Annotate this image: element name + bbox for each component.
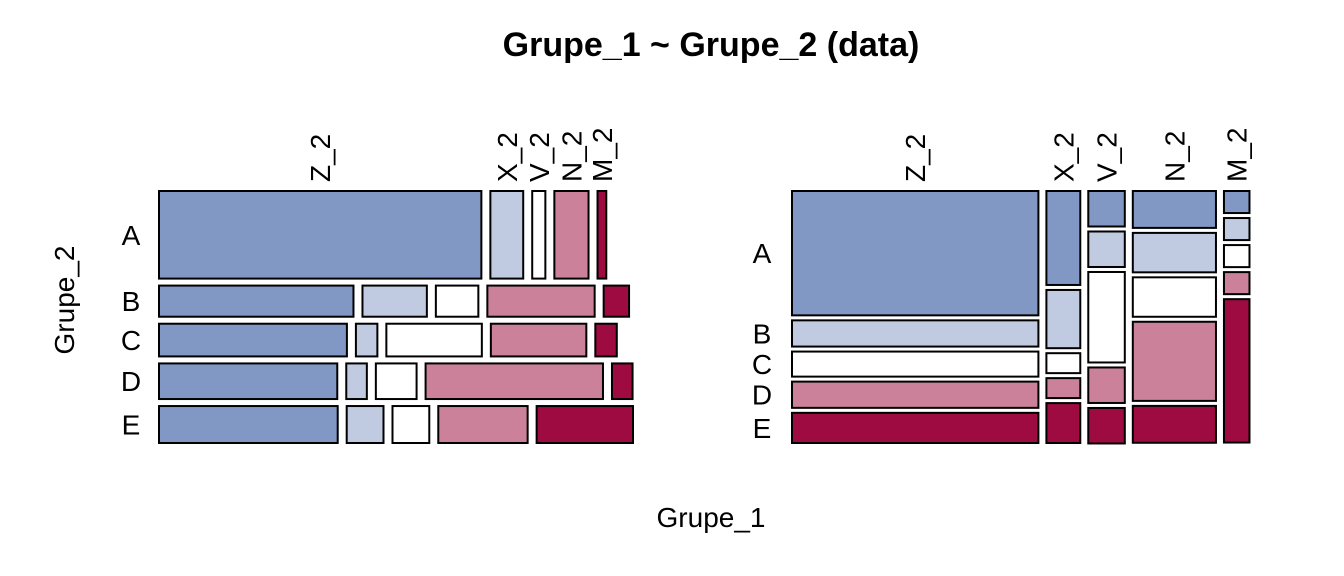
tile-right-V_2-D <box>1087 366 1126 404</box>
tile-left-E-Z_2 <box>158 405 339 445</box>
x-axis-label: Grupe_1 <box>657 502 766 533</box>
right-row-label-C: C <box>752 349 772 380</box>
tile-right-M_2-D <box>1222 271 1251 296</box>
left-row-label-C: C <box>121 325 141 356</box>
right-row-label-A: A <box>753 238 772 269</box>
right-col-label-Z_2: Z_2 <box>900 134 931 182</box>
tile-right-X_2-D <box>1045 377 1082 400</box>
tile-right-V_2-C <box>1087 270 1126 364</box>
right-col-label-V_2: V_2 <box>1092 132 1123 182</box>
tile-right-N_2-E <box>1131 404 1217 444</box>
y-axis-label: Grupe_2 <box>49 246 80 355</box>
tile-right-N_2-A <box>1131 190 1217 229</box>
left-row-label-D: D <box>121 366 141 397</box>
tile-left-D-Z_2 <box>158 362 339 401</box>
tile-right-N_2-C <box>1131 276 1217 318</box>
left-row-label-B: B <box>122 286 141 317</box>
tile-left-C-X_2 <box>354 322 379 358</box>
tile-right-N_2-B <box>1131 231 1217 274</box>
tile-left-E-X_2 <box>345 405 385 445</box>
right-row-label-B: B <box>753 318 772 349</box>
tile-left-C-M_2 <box>594 322 618 358</box>
tile-left-B-Z_2 <box>158 284 355 318</box>
tile-right-M_2-B <box>1222 217 1251 242</box>
tile-left-D-N_2 <box>424 362 604 401</box>
tile-right-M_2-A <box>1222 190 1251 215</box>
right-col-label-X_2: X_2 <box>1048 132 1079 182</box>
tile-left-D-V_2 <box>374 362 418 401</box>
left-col-label-Z_2: Z_2 <box>305 134 336 182</box>
tile-right-V_2-E <box>1087 406 1126 445</box>
tile-left-E-V_2 <box>391 405 431 445</box>
tile-left-C-V_2 <box>385 322 483 358</box>
right-col-label-M_2: M_2 <box>1222 128 1253 182</box>
left-col-label-N_2: N_2 <box>556 131 587 182</box>
left-row-label-A: A <box>122 220 141 251</box>
tile-left-A-N_2 <box>553 190 590 280</box>
tile-right-X_2-C <box>1045 352 1082 375</box>
tile-left-B-X_2 <box>361 284 428 318</box>
tile-right-M_2-C <box>1222 244 1251 269</box>
tile-right-Z_2-C <box>791 350 1040 378</box>
right-row-label-E: E <box>753 413 772 444</box>
left-row-label-E: E <box>122 410 141 441</box>
tile-right-N_2-D <box>1131 320 1217 402</box>
tile-left-C-N_2 <box>489 322 588 358</box>
tile-left-E-N_2 <box>437 405 529 445</box>
tile-left-D-M_2 <box>610 362 634 401</box>
tile-left-E-M_2 <box>535 405 635 445</box>
tile-right-Z_2-A <box>791 190 1040 317</box>
left-col-label-V_2: V_2 <box>524 132 555 182</box>
tile-left-A-V_2 <box>531 190 547 280</box>
tile-right-X_2-A <box>1045 190 1082 286</box>
tile-left-B-M_2 <box>602 284 631 318</box>
tile-right-Z_2-D <box>791 380 1040 409</box>
tile-right-Z_2-E <box>791 411 1040 444</box>
tile-right-X_2-E <box>1045 402 1082 445</box>
chart-title: Grupe_1 ~ Grupe_2 (data) <box>503 26 920 64</box>
tile-right-V_2-A <box>1087 190 1126 228</box>
right-row-label-D: D <box>752 380 772 411</box>
tile-left-C-Z_2 <box>158 322 348 358</box>
left-col-label-X_2: X_2 <box>492 132 523 182</box>
tile-right-M_2-E <box>1222 298 1251 444</box>
tile-right-Z_2-B <box>791 319 1040 348</box>
tile-left-B-V_2 <box>434 284 480 318</box>
tile-left-D-X_2 <box>345 362 368 401</box>
tile-left-A-M_2 <box>596 190 608 280</box>
left-col-label-M_2: M_2 <box>587 128 618 182</box>
tile-left-B-N_2 <box>486 284 596 318</box>
tile-right-X_2-B <box>1045 288 1082 350</box>
tile-left-A-X_2 <box>489 190 525 280</box>
tile-left-A-Z_2 <box>158 190 483 280</box>
tile-right-V_2-B <box>1087 230 1126 268</box>
right-col-label-N_2: N_2 <box>1159 131 1190 182</box>
